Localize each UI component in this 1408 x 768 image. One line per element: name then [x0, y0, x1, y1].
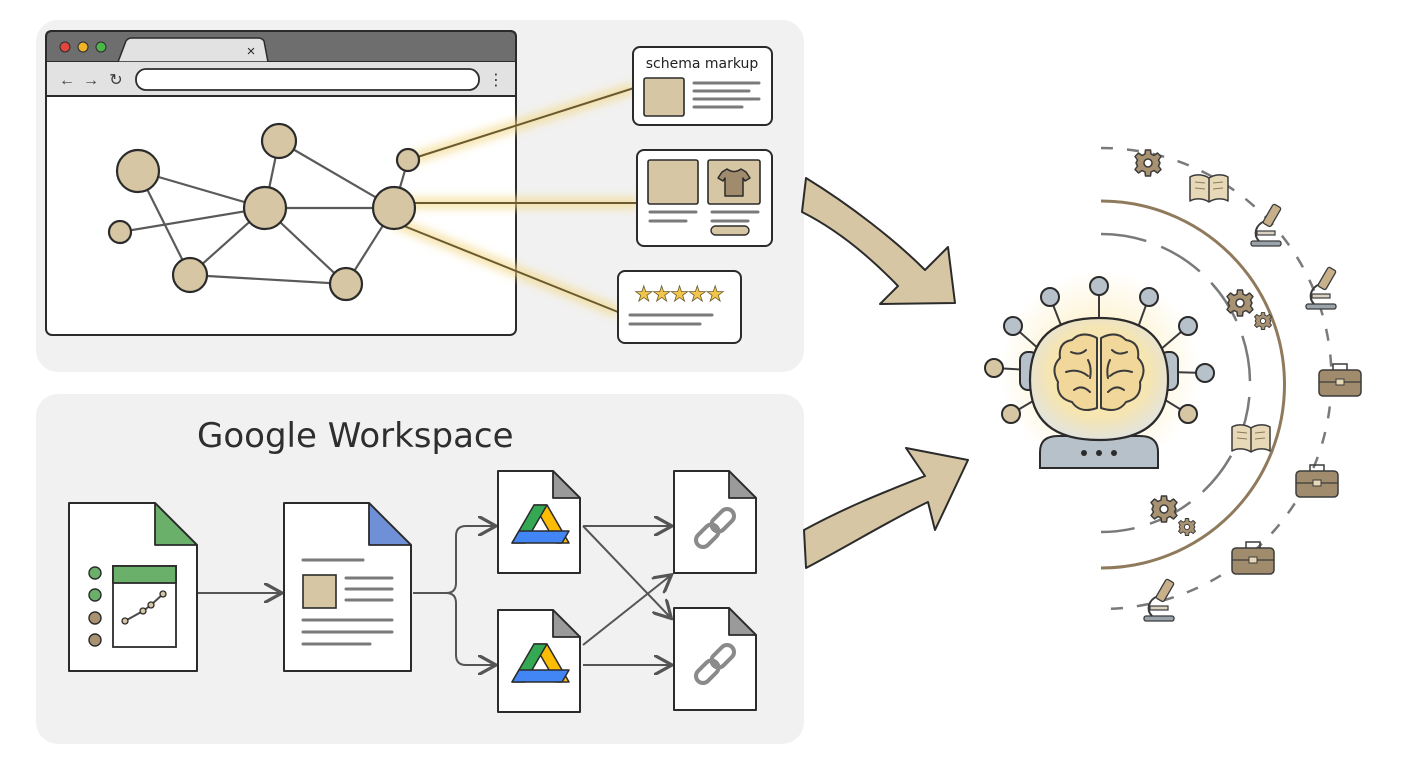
graph-node [260, 122, 298, 160]
browser-window: × ← → ↻ ⋮ [45, 30, 517, 336]
docs-document [283, 502, 412, 672]
link-document-1 [673, 470, 757, 574]
back-icon[interactable]: ← [59, 72, 75, 89]
arrow-to-ai-top [801, 177, 956, 305]
microscope-icon [1305, 265, 1338, 310]
workspace-title: Google Workspace [197, 416, 514, 456]
drive-document-2 [497, 609, 581, 713]
book-icon [1231, 424, 1271, 453]
window-maximize-dot[interactable] [95, 41, 107, 53]
bottom-panel [36, 394, 804, 744]
schema-markup-label: schema markup [646, 56, 759, 72]
graph-node [171, 256, 209, 294]
graph-node [242, 185, 288, 231]
drive-document-1 [497, 470, 581, 574]
shirt-icon [717, 168, 751, 197]
gear-icon [1254, 312, 1272, 330]
briefcase-icon [1318, 363, 1362, 397]
window-close-dot[interactable] [59, 41, 71, 53]
book-icon [1189, 174, 1229, 203]
gear-icon [1178, 518, 1196, 536]
schema-markup-card: schema markup [632, 46, 773, 126]
graph-node [395, 147, 421, 173]
schema-connectors [393, 87, 638, 313]
microscope-icon [1250, 202, 1283, 247]
sheets-document [68, 502, 198, 672]
brain-icon [1053, 333, 1145, 411]
graph-node-hub [371, 185, 417, 231]
briefcase-icon [1231, 541, 1275, 575]
forward-icon[interactable]: → [83, 72, 99, 89]
tab-close-icon[interactable]: × [247, 43, 256, 60]
workspace-flow [198, 526, 670, 665]
product-card [636, 149, 773, 247]
knowledge-graph [107, 122, 421, 302]
link-document-2 [673, 607, 757, 711]
graph-node [328, 266, 364, 302]
microscope-icon [1143, 577, 1176, 622]
arrow-to-ai-bottom [803, 447, 969, 569]
briefcase-icon [1295, 464, 1339, 498]
gear-icon [1150, 495, 1178, 523]
gear-icon [1134, 149, 1162, 177]
window-minimize-dot[interactable] [77, 41, 89, 53]
address-bar[interactable] [135, 68, 480, 91]
ai-robot [984, 270, 1215, 470]
review-card: ★★★★★ [617, 270, 742, 344]
reload-icon[interactable]: ↻ [109, 72, 122, 89]
graph-node [115, 148, 161, 194]
browser-menu-icon[interactable]: ⋮ [488, 72, 504, 89]
gear-icon [1226, 289, 1254, 317]
graph-node [107, 219, 133, 245]
rating-stars: ★★★★★ [634, 282, 723, 306]
